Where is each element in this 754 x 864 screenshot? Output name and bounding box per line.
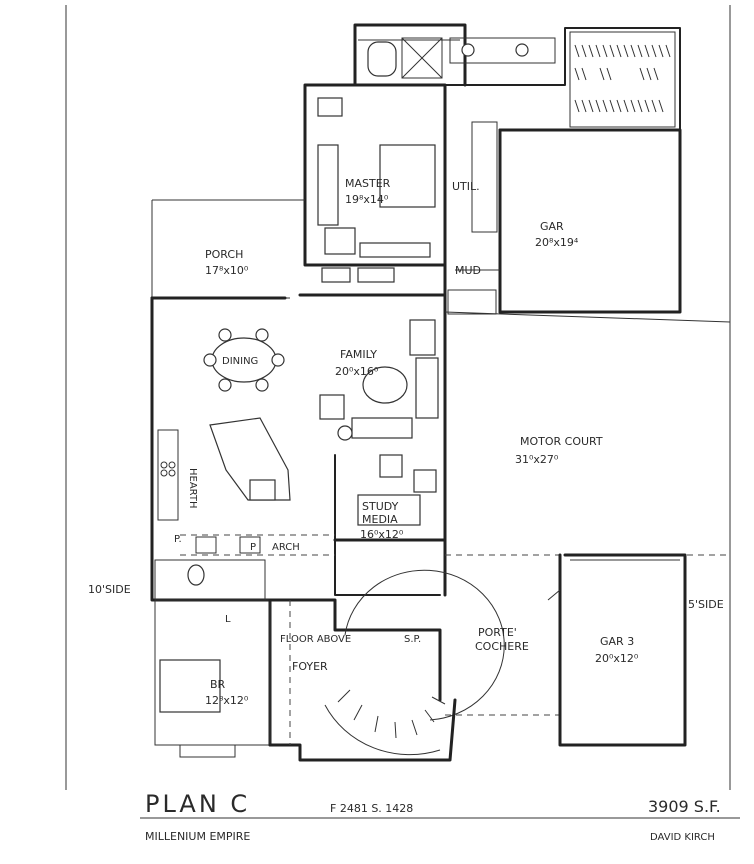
note-side-left: 10'SIDE	[88, 583, 131, 596]
room-size-br: 12⁸x12⁰	[205, 694, 249, 707]
room-size-study: 16⁰x12⁰	[360, 528, 404, 541]
room-label-family: FAMILY	[340, 348, 377, 361]
chair-icon	[255, 378, 269, 392]
util-counter	[471, 121, 498, 233]
sink-icon	[515, 43, 529, 57]
closet-hangers	[569, 31, 676, 128]
foyer-stair	[268, 569, 505, 762]
note-side-right: 5'SIDE	[688, 598, 724, 611]
room-size-family: 20⁰x16⁰	[335, 365, 379, 378]
chair-icon	[203, 353, 217, 367]
floor-areas: F 2481 S. 1428	[330, 802, 413, 815]
room-size-gar3: 20⁰x12⁰	[595, 652, 639, 665]
room-label-mud: MUD	[455, 264, 481, 277]
room-label-motor-court: MOTOR COURT	[520, 435, 603, 448]
label-cochere: COCHERE	[475, 640, 529, 653]
sofa-icon	[415, 357, 439, 419]
porch	[151, 199, 395, 299]
dresser	[359, 242, 431, 258]
sink-icon	[461, 43, 475, 57]
bath	[154, 559, 266, 601]
label-porte: PORTE'	[478, 626, 517, 639]
room-label-master: MASTER	[345, 177, 391, 190]
label-pantry-p: P.	[174, 534, 182, 545]
chair-icon	[321, 267, 351, 283]
motor-court	[444, 311, 731, 747]
plan-subtitle: MILLENIUM EMPIRE	[145, 830, 250, 843]
toilet-icon	[187, 564, 205, 586]
room-size-motor-court: 31⁰x27⁰	[515, 453, 559, 466]
room-size-master: 19⁸x14⁰	[345, 193, 389, 206]
room-label-hearth: HEARTH	[187, 468, 198, 509]
chair-icon	[319, 394, 345, 420]
vanity	[449, 37, 556, 64]
label-linen: L	[225, 614, 231, 625]
bed-icon	[159, 659, 221, 713]
desk	[357, 494, 421, 526]
side-table-icon	[337, 425, 353, 441]
bed-icon	[379, 144, 436, 208]
label-pantry-p2: P	[250, 542, 256, 553]
stool-icon	[249, 479, 276, 501]
room-size-gar: 20⁸x19⁴	[535, 236, 579, 249]
chair-icon	[218, 378, 232, 392]
room-label-dining: DINING	[222, 356, 258, 367]
chair-icon	[317, 97, 343, 117]
sofa-icon	[351, 417, 413, 439]
room-size-porch: 17⁸x10⁰	[205, 264, 249, 277]
living-block	[150, 263, 447, 758]
plan-title: PLAN C	[145, 790, 250, 818]
room-label-study: STUDY	[362, 500, 399, 513]
master-suite	[303, 23, 681, 267]
chair-icon	[255, 328, 269, 342]
tub-icon	[367, 41, 397, 77]
room-label-gar: GAR	[540, 220, 564, 233]
shower-icon	[401, 37, 443, 79]
chair-icon	[379, 454, 403, 478]
room-label-media: MEDIA	[362, 513, 398, 526]
nightstand	[317, 144, 339, 226]
chair-icon	[324, 227, 356, 255]
room-label-util: UTIL.	[452, 180, 480, 193]
chair-icon	[409, 319, 436, 356]
garage-main	[447, 128, 682, 315]
label-floor-above: FLOOR ABOVE	[280, 634, 351, 645]
chair-icon	[271, 353, 285, 367]
room-label-foyer: FOYER	[292, 660, 328, 673]
designer-name: DAVID KIRCH	[650, 832, 715, 843]
label-sp: S.P.	[404, 634, 421, 645]
chair-icon	[218, 328, 232, 342]
label-arch: ARCH	[272, 542, 300, 553]
kitchen-counter	[157, 429, 179, 521]
room-label-porch: PORCH	[205, 248, 243, 261]
coffee-table-icon	[362, 366, 408, 404]
room-label-gar3: GAR 3	[600, 635, 634, 648]
bench	[357, 267, 395, 283]
total-area: 3909 S.F.	[648, 797, 721, 816]
chair-icon	[413, 469, 437, 493]
room-label-br: BR	[210, 678, 226, 691]
